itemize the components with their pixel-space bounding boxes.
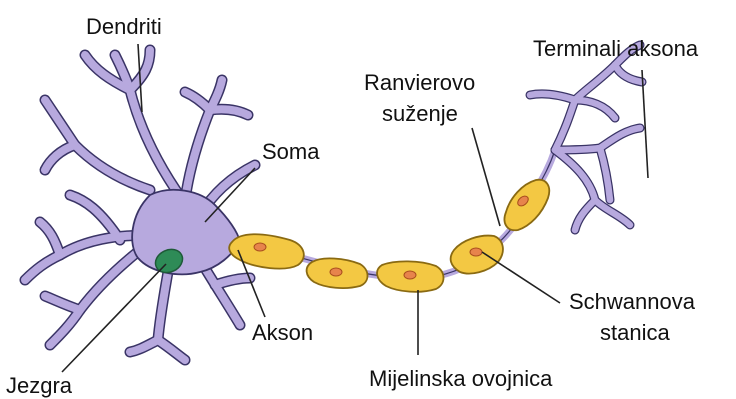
schwann-cell-5 <box>505 180 550 231</box>
label-soma: Soma <box>262 139 319 165</box>
label-myelin: Mijelinska ovojnica <box>369 366 552 392</box>
label-ranvier-line1: Ranvierovo <box>364 70 475 96</box>
label-ranvier-line2: suženje <box>382 101 458 127</box>
leader-schwann <box>482 252 560 303</box>
label-nucleus: Jezgra <box>6 373 72 399</box>
schwann-cell-1 <box>229 234 304 268</box>
label-axon: Akson <box>252 320 313 346</box>
leader-ranvier <box>472 128 500 226</box>
label-schwann-line1: Schwannova <box>569 289 695 315</box>
schwann-cell-2 <box>307 258 368 288</box>
label-dendrites: Dendriti <box>86 14 162 40</box>
label-schwann-line2: stanica <box>600 320 670 346</box>
label-axon-terminals: Terminali aksona <box>533 36 698 62</box>
schwann-cell-3 <box>377 261 443 291</box>
leader-terminals <box>642 70 648 178</box>
schwann-cell-4 <box>451 236 503 274</box>
